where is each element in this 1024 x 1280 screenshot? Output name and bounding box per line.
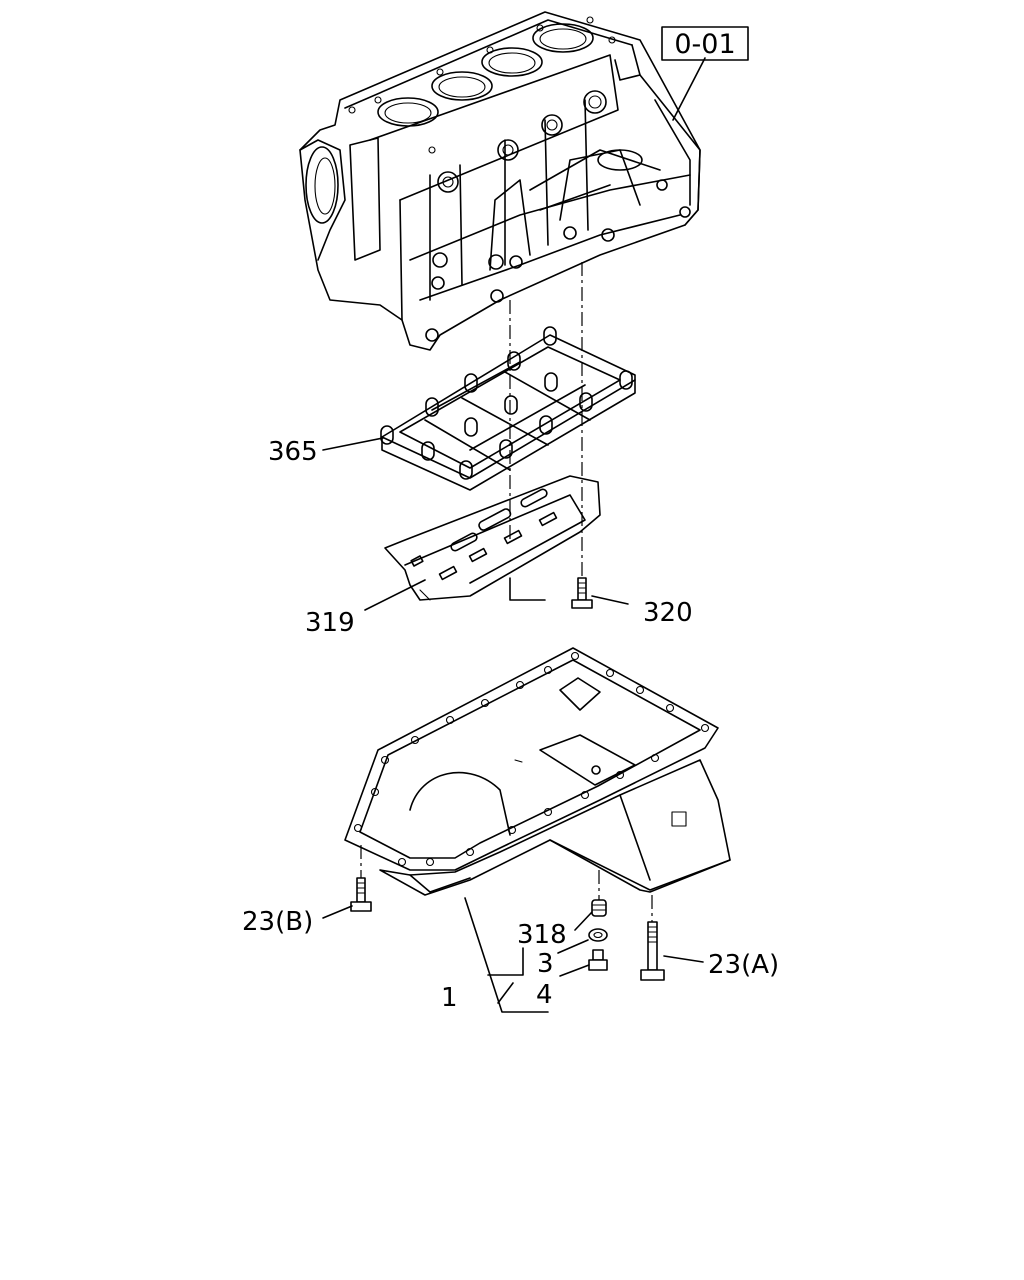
reference-box-label: 0-01 [674,29,735,60]
callout-365: 365 [268,437,318,467]
drain-plug-4 [588,949,608,971]
leader-lines [322,57,706,1013]
baffle-plate [384,475,601,601]
reference-box: 0-01 [661,26,749,61]
callout-23a: 23(A) [708,950,779,980]
bearing-beam [380,326,636,491]
cylinder-block [299,11,701,351]
callout-318: 318 [517,920,567,950]
plug-318 [591,899,607,917]
callout-319: 319 [305,608,355,638]
washer-3 [588,928,608,942]
callout-4: 4 [536,980,553,1010]
oil-pan [344,647,731,896]
bolt-23b [350,877,372,912]
callout-320: 320 [643,598,693,628]
callout-3: 3 [537,949,554,979]
callout-1: 1 [441,983,458,1013]
bolt-320 [571,577,593,609]
bolt-23a [640,921,665,981]
callout-23b: 23(B) [242,907,313,937]
center-lines [360,262,653,922]
